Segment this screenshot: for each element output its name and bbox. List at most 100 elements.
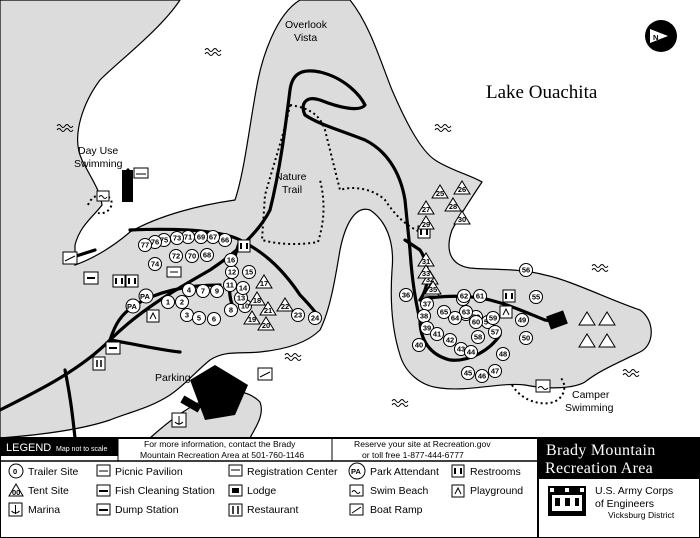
anchor-icon bbox=[171, 412, 187, 428]
site-number: 22 bbox=[281, 302, 289, 311]
swim-icon bbox=[96, 190, 110, 202]
legend-item-restaurant: Restaurant bbox=[228, 503, 298, 517]
trailer-site-marker: 36 bbox=[399, 288, 413, 302]
trailer-site-icon bbox=[486, 311, 500, 325]
boat-ramp-icon bbox=[62, 251, 78, 265]
reserve-line: Reserve your site at Recreation.gov bbox=[354, 439, 491, 449]
tent-site-icon bbox=[598, 333, 616, 348]
site-number: 20 bbox=[262, 321, 270, 330]
legend-label: Playground bbox=[470, 485, 523, 497]
tent-site-icon bbox=[276, 297, 294, 312]
trailer-site-marker: 11 bbox=[223, 278, 237, 292]
site-number: 65 bbox=[440, 308, 448, 317]
trailer-site-icon bbox=[196, 284, 210, 298]
tent-site-marker: 30 bbox=[453, 210, 471, 225]
trailer-site-marker: 23 bbox=[291, 308, 305, 322]
site-number: 40 bbox=[415, 341, 423, 350]
trailer-site-icon bbox=[461, 366, 475, 380]
trailer-site-marker: 40 bbox=[412, 338, 426, 352]
trailer-site-marker: 56 bbox=[519, 263, 533, 277]
trailer-site-marker: 38 bbox=[417, 309, 431, 323]
tent-site-marker: 19 bbox=[243, 310, 261, 325]
legend-label: Picnic Pavilion bbox=[115, 466, 183, 478]
trailer-site-icon bbox=[236, 281, 250, 295]
site-number: 1 bbox=[166, 298, 170, 307]
trailer-site-icon bbox=[412, 338, 426, 352]
site-number: 24 bbox=[311, 314, 320, 323]
site-number: 61 bbox=[476, 292, 484, 301]
legend-label: Park Attendant bbox=[370, 466, 439, 478]
site-number: 39 bbox=[423, 324, 431, 333]
site-number: 71 bbox=[184, 233, 192, 242]
trailer-site-marker: 39 bbox=[420, 321, 434, 335]
trailer-site-marker: 65 bbox=[437, 305, 451, 319]
restaurant-icon bbox=[92, 356, 106, 371]
legend-label: Fish Cleaning Station bbox=[115, 485, 215, 497]
tent-site-icon bbox=[243, 310, 261, 325]
site-number: 35 bbox=[429, 285, 437, 294]
legend-sample-text: 0 bbox=[13, 467, 17, 476]
trailer-site-icon bbox=[473, 289, 487, 303]
site-number: 3 bbox=[185, 311, 189, 320]
tent-site-icon bbox=[431, 184, 449, 199]
playground-icon bbox=[499, 305, 513, 319]
trailer-site-marker: 74 bbox=[148, 257, 162, 271]
site-number: 27 bbox=[422, 205, 430, 214]
day-use-pier bbox=[122, 170, 133, 202]
lake-label: Lake Ouachita bbox=[486, 82, 598, 103]
tent-site-marker bbox=[598, 311, 616, 326]
tent-site-icon bbox=[598, 311, 616, 326]
site-number: 2 bbox=[180, 298, 184, 307]
site-number: 18 bbox=[253, 296, 261, 305]
swim-icon bbox=[349, 484, 364, 497]
trailer-site-icon bbox=[515, 313, 529, 327]
trailer-site-marker: 42 bbox=[443, 333, 457, 347]
tent-site-marker: 21 bbox=[259, 301, 277, 316]
tent-site-marker: 22 bbox=[276, 297, 294, 312]
site-number: 11 bbox=[226, 281, 234, 290]
legend-label: Restaurant bbox=[247, 504, 298, 516]
site-number: 10 bbox=[241, 302, 249, 311]
tent-site-icon bbox=[453, 210, 471, 225]
site-number: 19 bbox=[248, 315, 256, 324]
site-number: 30 bbox=[458, 215, 466, 224]
trailer-site-marker: 70 bbox=[185, 249, 199, 263]
legend-title: LEGEND bbox=[6, 442, 51, 454]
site-number: 59 bbox=[489, 314, 497, 323]
corps-castle-logo bbox=[548, 486, 586, 516]
trailer-site-marker: 15 bbox=[242, 265, 256, 279]
brand-title: Brady Mountain bbox=[546, 442, 656, 459]
site-number: 56 bbox=[522, 266, 530, 275]
legend-item-lodge: Lodge bbox=[228, 484, 276, 497]
site-number: 72 bbox=[172, 252, 180, 261]
trailer-site-icon bbox=[459, 305, 473, 319]
legend-item-tent: 00 Tent Site bbox=[8, 483, 69, 497]
site-number: 50 bbox=[522, 334, 530, 343]
tent-site-icon bbox=[444, 197, 462, 212]
restrooms-icon bbox=[125, 274, 139, 288]
site-number: 15 bbox=[245, 268, 253, 277]
trailer-site-marker: 49 bbox=[515, 313, 529, 327]
trailer-site-icon bbox=[169, 249, 183, 263]
tent-site-marker: 28 bbox=[444, 197, 462, 212]
trailer-site-marker: 4 bbox=[182, 283, 196, 297]
tent-site-marker: 35 bbox=[424, 280, 442, 295]
boat-ramp-icon bbox=[257, 367, 273, 381]
site-number: 74 bbox=[151, 260, 160, 269]
site-number: 62 bbox=[460, 292, 468, 301]
trailer-site-marker: 1 bbox=[161, 295, 175, 309]
trailer-site-icon bbox=[185, 249, 199, 263]
brand-title-box bbox=[538, 438, 700, 479]
nature-trail bbox=[87, 104, 566, 405]
playground-icon bbox=[146, 309, 160, 323]
trailer-site-marker: 2 bbox=[175, 295, 189, 309]
site-number: 66 bbox=[221, 236, 229, 245]
site-number: 58 bbox=[474, 333, 482, 342]
legend-item-dump: Dump Station bbox=[96, 503, 179, 516]
tent-site-icon bbox=[255, 274, 273, 289]
site-number: 63 bbox=[462, 308, 470, 317]
site-number: 28 bbox=[449, 202, 457, 211]
legend-scale-note: Map not to scale bbox=[56, 446, 107, 453]
info-line: For more information, contact the Brady bbox=[144, 439, 296, 449]
